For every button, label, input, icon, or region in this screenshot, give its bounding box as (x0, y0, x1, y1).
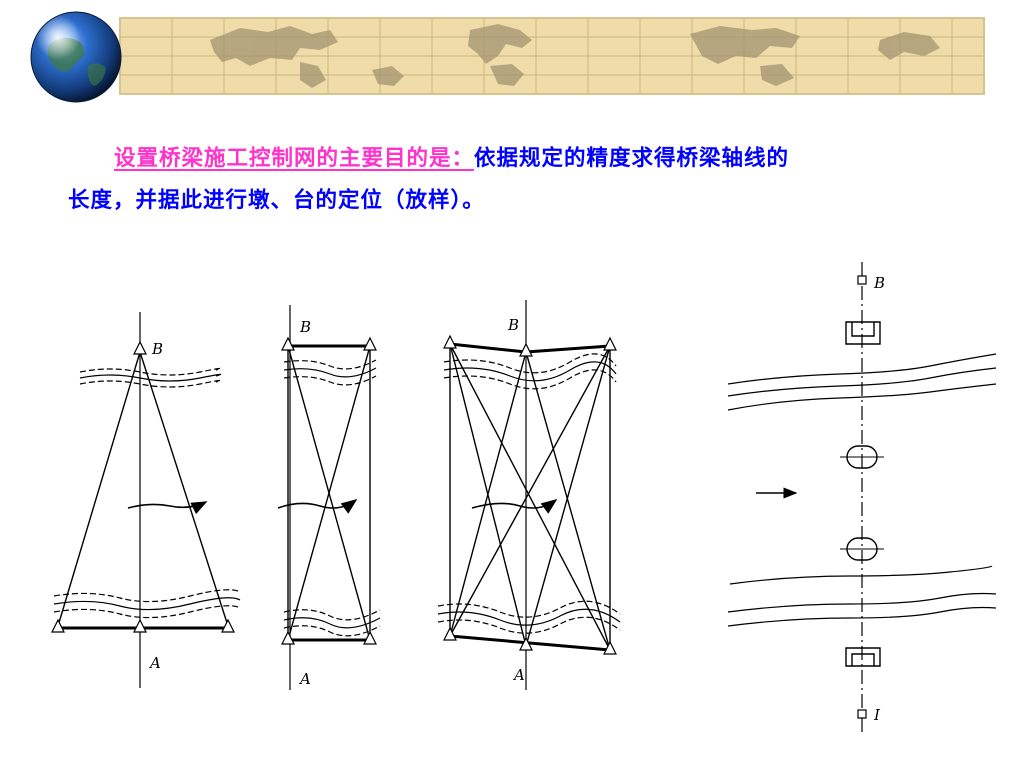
river-line-2 (727, 367, 997, 397)
river-line-6 (727, 606, 997, 627)
river-bank-bottom (53, 589, 241, 603)
figure4-label-b: B (873, 274, 885, 292)
river-line-4 (729, 565, 993, 585)
figure-triangle-network (51, 312, 241, 688)
body-text-line1: 依据规定的精度求得桥梁轴线的 (474, 146, 790, 171)
world-map-strip (119, 17, 985, 95)
lead-text: 设置桥梁施工控制网的主要目的是： (114, 146, 475, 171)
figure3-label-b: B (507, 316, 519, 334)
station-right-marker (221, 618, 235, 633)
control-point-bottom (857, 709, 867, 719)
figure1-label-a: A (148, 654, 161, 672)
figure-pier-layout (727, 262, 997, 734)
figure3-label-a: A (512, 666, 525, 684)
diagonal-2 (287, 345, 371, 641)
station-a-marker (133, 618, 147, 633)
station-b-marker (133, 340, 147, 355)
river-line-5 (727, 592, 997, 613)
slide-paragraph: 设置桥梁施工控制网的主要目的是：依据规定的精度求得桥梁轴线的 长度，并据此进行墩… (68, 138, 988, 222)
bottom-baseline (449, 634, 611, 652)
flow-arrow (277, 499, 358, 514)
river-line-3 (727, 383, 997, 411)
network-side-right (139, 351, 229, 627)
abutment-bottom (845, 647, 881, 667)
figure4-label-bottom: Ⅰ (873, 706, 881, 724)
globe-icon (30, 11, 122, 103)
abutment-top (845, 321, 881, 345)
figure-quadrilateral-network (277, 305, 381, 690)
river-bank-top (443, 353, 617, 374)
river-line-1 (727, 353, 997, 385)
figure2-label-b: B (299, 318, 311, 336)
header-banner (30, 11, 985, 103)
river-bank-top (79, 367, 221, 376)
station-left-marker (51, 618, 65, 633)
top-baseline (449, 342, 527, 354)
river-bank-bottom (437, 600, 621, 618)
figure2-label-a: A (298, 670, 311, 688)
figure1-label-b: B (151, 340, 163, 358)
network-side-left (57, 351, 141, 627)
river-bank-top (283, 359, 377, 370)
flow-arrow (127, 501, 208, 515)
body-text-line2: 长度，并据此进行墩、台的定位（放样）。 (68, 188, 485, 213)
river-bank-bottom (283, 609, 381, 621)
control-point-top (857, 275, 867, 285)
flow-arrow (471, 499, 558, 514)
figure-double-quadrilateral-network (437, 300, 621, 690)
